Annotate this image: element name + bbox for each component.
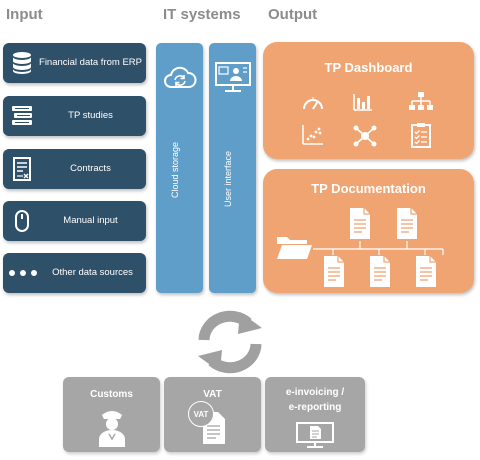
output-header: Output (268, 6, 318, 23)
it-label-user-interface: User interface (223, 150, 233, 207)
database-icon (13, 52, 31, 74)
checklist-icon (411, 123, 431, 148)
it-column-cloud-storage: Cloud storage (156, 43, 203, 293)
sync-arrows-icon (198, 310, 262, 374)
input-label: Contracts (70, 162, 111, 174)
tp-documentation-title: TP Documentation (311, 181, 426, 196)
customs-label: Customs (90, 389, 133, 400)
customs-box: Customs (63, 377, 160, 452)
input-label: Other data sources (52, 266, 133, 278)
gauge-icon (303, 97, 323, 110)
it-column-user-interface: User interface (209, 43, 256, 293)
vat-box: VAT VAT (164, 377, 261, 452)
input-tp-studies: TP studies (3, 96, 146, 136)
network-icon (353, 125, 377, 147)
document-icon (416, 256, 436, 287)
it-label-cloud-storage: Cloud storage (170, 141, 180, 198)
customs-officer-icon (99, 411, 125, 447)
input-manual: Manual input (3, 201, 146, 241)
dots-icon (9, 270, 37, 276)
it-systems-header: IT systems (163, 6, 241, 23)
org-chart-icon (409, 92, 433, 110)
tp-dashboard-title: TP Dashboard (324, 60, 413, 75)
tp-dashboard-box: TP Dashboard (263, 42, 474, 159)
document-icon (350, 208, 370, 239)
input-label: Financial data from ERP (39, 56, 142, 68)
document-icon (397, 208, 417, 239)
monitor-user-icon (215, 62, 251, 92)
tp-documentation-box: TP Documentation (263, 169, 474, 293)
folder-icon (277, 237, 312, 259)
input-label: Manual input (63, 214, 118, 226)
e-invoicing-box: e-invoicing / e-reporting (265, 377, 365, 452)
mouse-icon (15, 210, 29, 232)
document-icon (370, 256, 390, 287)
scatter-chart-icon (302, 125, 323, 145)
input-financial-data: Financial data from ERP (3, 43, 146, 83)
e-invoicing-label: e-invoicing / e-reporting (285, 387, 345, 413)
monitor-document-icon (296, 422, 334, 448)
books-stack-icon (12, 106, 32, 125)
cloud-sync-icon (164, 66, 197, 88)
document-icon (324, 256, 344, 287)
input-label: TP studies (68, 109, 113, 121)
vat-badge: VAT (188, 401, 214, 427)
document-tree (313, 241, 444, 255)
vat-label: VAT (203, 389, 222, 400)
contract-icon (13, 157, 31, 181)
bar-chart-icon (353, 94, 372, 111)
input-other-sources: Other data sources (3, 253, 146, 293)
input-header: Input (6, 6, 43, 23)
input-contracts: Contracts (3, 149, 146, 189)
